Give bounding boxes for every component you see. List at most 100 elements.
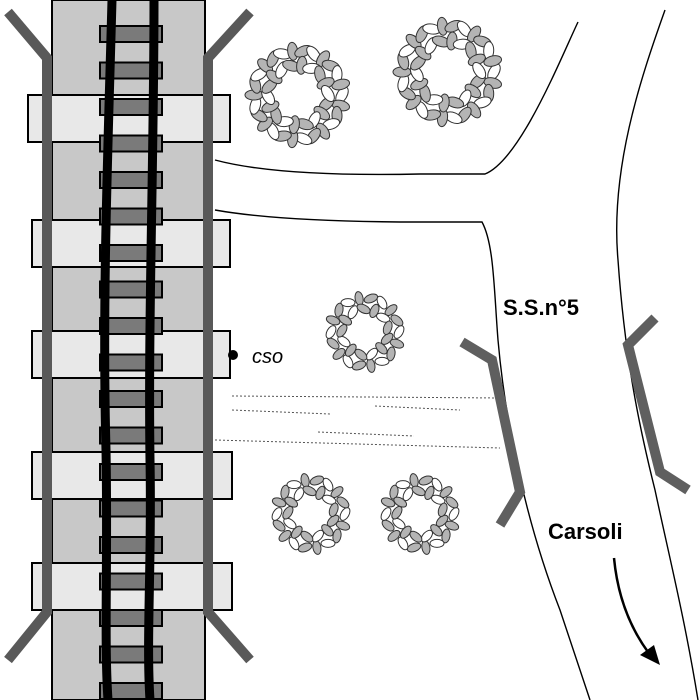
- tree-leaf: [448, 507, 460, 521]
- road-guardrails: [459, 314, 691, 528]
- road-west-edge: [214, 209, 591, 700]
- stream-line: [231, 395, 501, 399]
- tree-leaf: [339, 507, 351, 521]
- tree-leaf: [483, 55, 503, 67]
- west-rail: [100, 0, 117, 700]
- railway-sleeper: [99, 171, 163, 189]
- tree-leaf: [380, 497, 396, 508]
- tree-leaf: [311, 529, 324, 543]
- east-rail: [144, 0, 159, 700]
- railway-sleeper: [99, 207, 163, 226]
- tree-cluster: [380, 473, 460, 555]
- tree-leaf: [382, 320, 393, 336]
- tree-leaf: [354, 291, 364, 306]
- tree-leaf: [366, 358, 376, 373]
- tree-cluster: [271, 473, 351, 555]
- tree-leaf: [389, 484, 399, 500]
- tree-leaf: [365, 347, 378, 361]
- railway-sleeper: [99, 134, 163, 153]
- tree-leaf: [402, 487, 414, 502]
- tree-leaf: [272, 519, 286, 532]
- tree-leaf: [441, 528, 451, 544]
- tree-cluster: [244, 41, 351, 149]
- stream-line: [374, 405, 461, 411]
- tree-leaf: [312, 540, 322, 555]
- direction-arrow: [612, 557, 650, 653]
- tree-leaf: [340, 298, 356, 308]
- tree-cluster: [392, 16, 503, 128]
- railway-viaduct: [4, 0, 254, 700]
- tree-leaf: [321, 524, 334, 537]
- tree-leaf: [334, 302, 344, 318]
- tree-leaf: [421, 540, 431, 555]
- stream-line: [231, 409, 331, 415]
- tree-leaf: [376, 295, 388, 310]
- tree-leaf: [293, 487, 305, 502]
- tree-leaf: [390, 314, 404, 327]
- tree-leaf: [393, 325, 405, 339]
- tree-leaf: [472, 61, 487, 80]
- tree-leaf: [431, 477, 443, 492]
- tree-leaf: [376, 312, 391, 323]
- tree-leaf: [332, 528, 342, 544]
- railway-sleeper: [99, 98, 163, 116]
- tree-leaf: [290, 525, 303, 539]
- road-label: S.S.n°5: [503, 295, 579, 320]
- tree-leaf: [332, 347, 346, 360]
- tree-leaf: [331, 78, 351, 91]
- tree-leaf: [445, 496, 459, 509]
- tree-leaf: [297, 542, 313, 553]
- cso-point-marker: [228, 350, 238, 360]
- tree-leaf: [387, 529, 401, 542]
- tree-leaf: [325, 325, 337, 339]
- tree-leaf: [347, 305, 359, 320]
- tree-leaf: [336, 496, 350, 509]
- tree-cluster: [325, 291, 405, 373]
- tree-leaf: [381, 519, 395, 532]
- tree-leaf: [325, 315, 341, 326]
- tree-leaf: [320, 538, 336, 548]
- stream-lines: [214, 395, 501, 449]
- guardrail-west: [459, 337, 526, 528]
- tree-leaf: [328, 502, 339, 518]
- tree-leaf: [342, 354, 354, 369]
- tree-leaf: [280, 484, 290, 500]
- tree-leaf: [283, 517, 297, 530]
- tree-leaf: [344, 343, 357, 357]
- tree-leaf: [351, 360, 367, 371]
- west-parapet: [4, 8, 52, 664]
- tree-leaf: [420, 529, 433, 543]
- direction-label: Carsoli: [548, 519, 623, 544]
- tree-leaf: [322, 477, 334, 492]
- tree-leaf: [386, 346, 396, 362]
- tree-leaf: [418, 475, 434, 486]
- bridge-piers: [27, 94, 233, 611]
- arrow-head: [640, 645, 660, 665]
- tree-leaf: [375, 342, 388, 355]
- tree-leaf: [374, 356, 390, 366]
- tree-leaf: [395, 480, 411, 490]
- parapets: [4, 8, 254, 664]
- stream-line: [214, 439, 501, 449]
- tree-leaf: [363, 293, 379, 304]
- tree-leaf: [309, 475, 325, 486]
- tree-leaf: [271, 497, 287, 508]
- railway-sleeper: [99, 61, 163, 80]
- tree-leaf: [337, 335, 351, 348]
- upper-field-edge: [214, 21, 579, 176]
- east-parapet: [203, 8, 254, 664]
- tree-leaf: [320, 84, 335, 103]
- tree-leaf: [271, 507, 283, 521]
- rails: [100, 0, 159, 700]
- stream-line: [317, 431, 415, 437]
- tree-leaf: [392, 517, 406, 530]
- tree-leaf: [380, 507, 392, 521]
- tree-leaf: [437, 502, 448, 518]
- tree-leaf: [300, 473, 310, 488]
- guardrail-east: [622, 314, 691, 495]
- tree-leaf: [399, 525, 412, 539]
- tree-leaf: [322, 494, 337, 505]
- tree-leaf: [430, 524, 443, 537]
